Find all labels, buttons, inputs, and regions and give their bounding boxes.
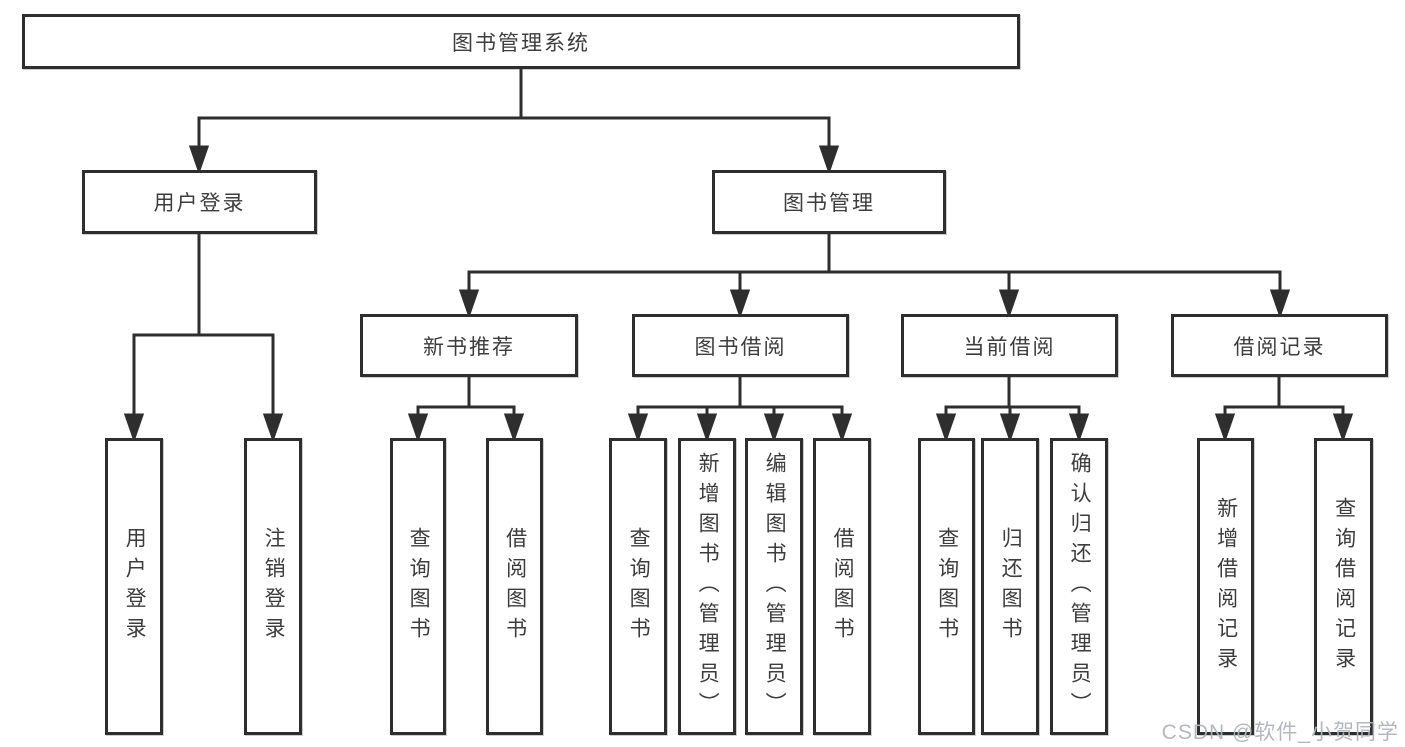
node-label: 新增借阅记录 bbox=[1214, 496, 1238, 677]
leaf-borrow-books-recommend: 借阅图书 bbox=[486, 438, 543, 735]
node-label: 新增图书（管理员） bbox=[696, 451, 720, 722]
node-label: 借阅图书 bbox=[503, 526, 527, 647]
node-label: 确认归还（管理员） bbox=[1068, 451, 1092, 722]
node-label: 借阅记录 bbox=[1233, 335, 1326, 359]
node-book-borrowing: 图书借阅 bbox=[632, 314, 849, 377]
node-label: 查询图书 bbox=[407, 526, 431, 647]
watermark: CSDN @软件_小贺同学 bbox=[1161, 721, 1399, 744]
leaf-query-books-borrowing: 查询图书 bbox=[609, 438, 667, 735]
node-label: 当前借阅 bbox=[963, 335, 1056, 359]
node-label: 图书管理系统 bbox=[452, 31, 590, 55]
branch-borrowing-records bbox=[1214, 375, 1354, 443]
node-user-login: 用户登录 bbox=[82, 170, 317, 234]
leaf-edit-book-admin: 编辑图书（管理员） bbox=[745, 438, 803, 735]
branch-current-borrowing bbox=[935, 375, 1090, 443]
branch-book-borrowing bbox=[627, 375, 853, 443]
node-borrowing-records: 借阅记录 bbox=[1171, 314, 1388, 377]
node-label: 查询图书 bbox=[627, 526, 651, 647]
branch-root bbox=[188, 67, 840, 175]
node-label: 图书借阅 bbox=[694, 335, 787, 359]
node-label: 新书推荐 bbox=[423, 335, 515, 359]
node-label: 注销登录 bbox=[262, 526, 286, 647]
node-label: 查询借阅记录 bbox=[1332, 496, 1356, 677]
branch-book-management bbox=[458, 232, 1291, 319]
leaf-confirm-return-admin: 确认归还（管理员） bbox=[1050, 438, 1108, 735]
leaf-query-books-recommend: 查询图书 bbox=[390, 438, 446, 735]
branch-new-book-recommendation bbox=[407, 375, 525, 443]
node-current-borrowing: 当前借阅 bbox=[901, 314, 1118, 377]
node-label: 用户登录 bbox=[153, 192, 246, 215]
leaf-add-borrow-record: 新增借阅记录 bbox=[1197, 438, 1254, 735]
node-label: 图书管理 bbox=[783, 192, 875, 215]
leaf-borrow-books-borrowing: 借阅图书 bbox=[813, 438, 871, 735]
branch-user-login bbox=[123, 232, 284, 443]
node-library-management-system: 图书管理系统 bbox=[22, 14, 1020, 69]
node-label: 用户登录 bbox=[123, 526, 147, 647]
leaf-add-book-admin: 新增图书（管理员） bbox=[678, 438, 736, 735]
leaf-return-book: 归还图书 bbox=[981, 438, 1039, 735]
node-label: 归还图书 bbox=[999, 526, 1023, 647]
node-new-book-recommendation: 新书推荐 bbox=[360, 314, 578, 377]
node-label: 查询图书 bbox=[935, 526, 959, 647]
leaf-query-books-current: 查询图书 bbox=[918, 438, 975, 735]
leaf-user-login: 用户登录 bbox=[105, 438, 163, 735]
node-label: 编辑图书（管理员） bbox=[763, 451, 787, 722]
leaf-query-borrow-record: 查询借阅记录 bbox=[1314, 438, 1373, 735]
leaf-logout: 注销登录 bbox=[244, 438, 302, 735]
node-book-management: 图书管理 bbox=[712, 170, 946, 234]
node-label: 借阅图书 bbox=[831, 526, 855, 647]
